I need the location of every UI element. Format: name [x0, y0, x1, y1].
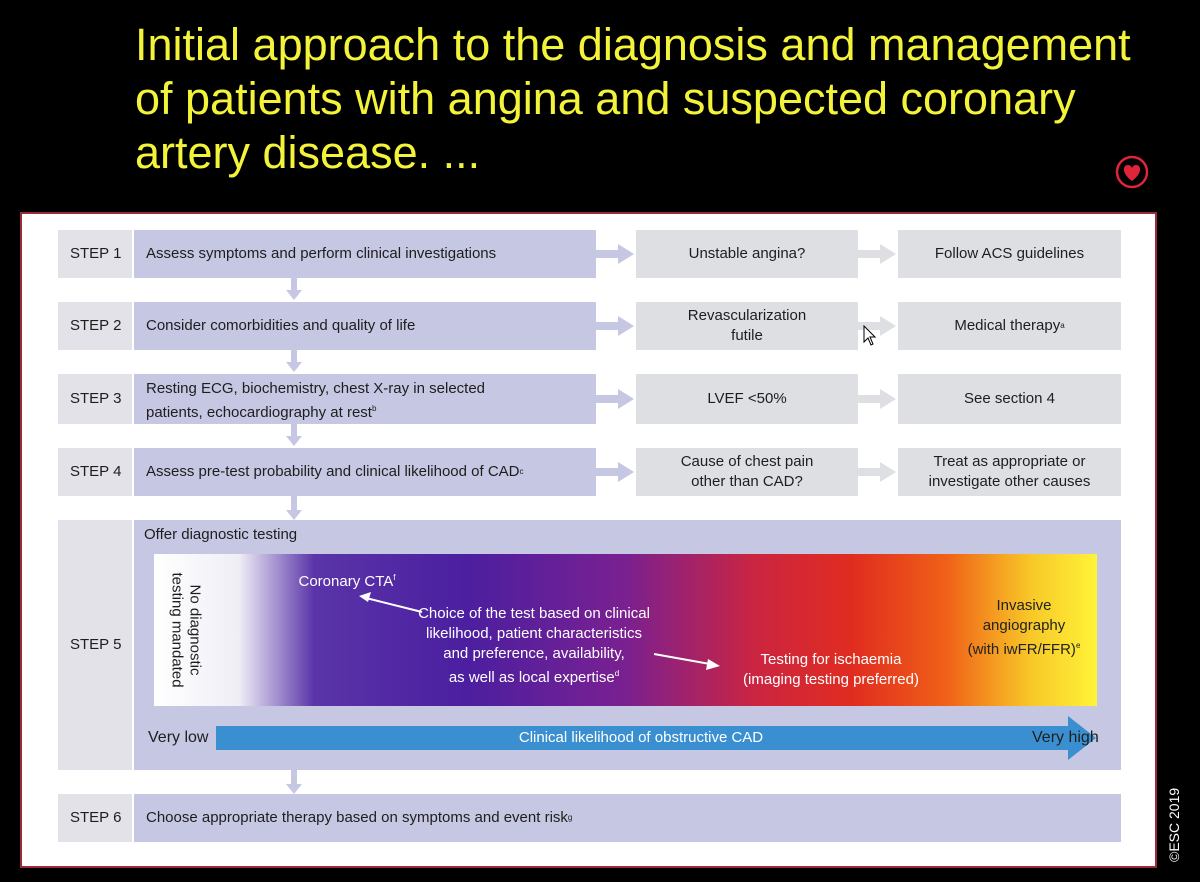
- step-4-result-line2: investigate other causes: [928, 473, 1091, 490]
- footnote-c: c: [519, 467, 524, 476]
- down-arrow: [286, 424, 302, 446]
- footnote-a: a: [1060, 321, 1065, 330]
- right-arrow: [596, 462, 634, 482]
- step-2-result-text: Medical therapy: [954, 317, 1061, 334]
- step-2-question: Revascularization futile: [636, 302, 858, 350]
- step-2-label: STEP 2: [58, 302, 132, 350]
- very-low-label: Very low: [148, 729, 209, 746]
- likelihood-arrow: [216, 716, 1096, 760]
- right-arrow: [858, 244, 896, 264]
- step-1-text: Assess symptoms and perform clinical inv…: [134, 230, 596, 278]
- step-5-label: STEP 5: [58, 520, 132, 770]
- testing-spectrum: No diagnostic testing mandated Coronary …: [154, 554, 1097, 706]
- step-3-text-line2: patients, echocardiography at rest: [146, 404, 372, 421]
- test-choice-line4: as well as local expertise: [448, 669, 615, 686]
- down-arrow: [286, 770, 302, 794]
- step-6-text-main: Choose appropriate therapy based on symp…: [146, 809, 568, 826]
- right-arrow: [858, 389, 896, 409]
- step-1-label: STEP 1: [58, 230, 132, 278]
- step-6-text: Choose appropriate therapy based on symp…: [134, 794, 1121, 842]
- ischaemia-line2: (imaging testing preferred): [743, 671, 919, 688]
- step-3-label: STEP 3: [58, 374, 132, 424]
- step-4-text-main: Assess pre-test probability and clinical…: [146, 463, 520, 480]
- no-testing-label: No diagnostic testing mandated: [154, 554, 218, 706]
- step-1-question: Unstable angina?: [636, 230, 858, 278]
- footnote-e: e: [1075, 641, 1081, 650]
- test-choice-line2: likelihood, patient characteristics: [426, 625, 642, 642]
- coronary-cta-text: Coronary CTA: [298, 573, 394, 590]
- down-arrow: [286, 278, 302, 300]
- step-3-result: See section 4: [898, 374, 1121, 424]
- spectrum-gradient: [154, 554, 1097, 706]
- step-4-question-line2: other than CAD?: [691, 473, 803, 490]
- step-4-question: Cause of chest pain other than CAD?: [636, 448, 858, 496]
- copyright-label: ©ESC 2019: [1166, 787, 1182, 862]
- down-arrow: [286, 496, 302, 520]
- heart-icon: [1115, 155, 1149, 189]
- footnote-f: f: [393, 573, 396, 582]
- figure-frame: STEP 1 Assess symptoms and perform clini…: [20, 212, 1157, 868]
- step-2-text: Consider comorbidities and quality of li…: [134, 302, 596, 350]
- coronary-cta-label: Coronary CTAf: [277, 568, 417, 592]
- step-4-result: Treat as appropriate or investigate othe…: [898, 448, 1121, 496]
- right-arrow: [858, 462, 896, 482]
- invasive-line2: angiography: [982, 617, 1066, 634]
- step-4-question-line1: Cause of chest pain: [680, 453, 814, 470]
- right-arrow: [596, 389, 634, 409]
- ischaemia-testing-label: Testing for ischaemia (imaging testing p…: [716, 650, 946, 690]
- right-arrow: [858, 316, 896, 336]
- cursor-icon: [863, 325, 877, 346]
- footnote-b: b: [371, 404, 377, 413]
- down-arrow: [286, 350, 302, 372]
- likelihood-label: Clinical likelihood of obstructive CAD: [518, 729, 764, 746]
- ischaemia-line1: Testing for ischaemia: [760, 651, 902, 668]
- no-testing-line2: testing mandated: [169, 572, 187, 688]
- offer-diagnostic-testing-label: Offer diagnostic testing: [144, 526, 298, 543]
- test-choice-line3: and preference, availability,: [443, 645, 625, 662]
- test-choice-text: Choice of the test based on clinical lik…: [399, 604, 669, 688]
- very-high-label: Very high: [1032, 729, 1099, 746]
- slide-title: Initial approach to the diagnosis and ma…: [135, 19, 1131, 178]
- step-5-panel: Offer diagnostic testing: [134, 520, 1121, 770]
- step-1-result: Follow ACS guidelines: [898, 230, 1121, 278]
- invasive-angiography-label: Invasive angiography (with iwFR/FFR)e: [954, 596, 1094, 660]
- invasive-line3: (with iwFR/FFR): [967, 641, 1076, 658]
- step-6-label: STEP 6: [58, 794, 132, 842]
- step-3-question: LVEF <50%: [636, 374, 858, 424]
- step-4-text: Assess pre-test probability and clinical…: [134, 448, 596, 496]
- step-3-text: Resting ECG, biochemistry, chest X-ray i…: [134, 374, 596, 424]
- step-4-result-line1: Treat as appropriate or: [933, 453, 1086, 470]
- invasive-line1: Invasive: [996, 597, 1052, 614]
- step-3-text-line1: Resting ECG, biochemistry, chest X-ray i…: [146, 380, 486, 397]
- footnote-g: g: [567, 813, 573, 822]
- step-4-label: STEP 4: [58, 448, 132, 496]
- test-choice-line1: Choice of the test based on clinical: [418, 605, 650, 622]
- right-arrow: [596, 316, 634, 336]
- footnote-d: d: [614, 669, 620, 678]
- no-testing-line1: No diagnostic: [187, 584, 205, 676]
- right-arrow: [596, 244, 634, 264]
